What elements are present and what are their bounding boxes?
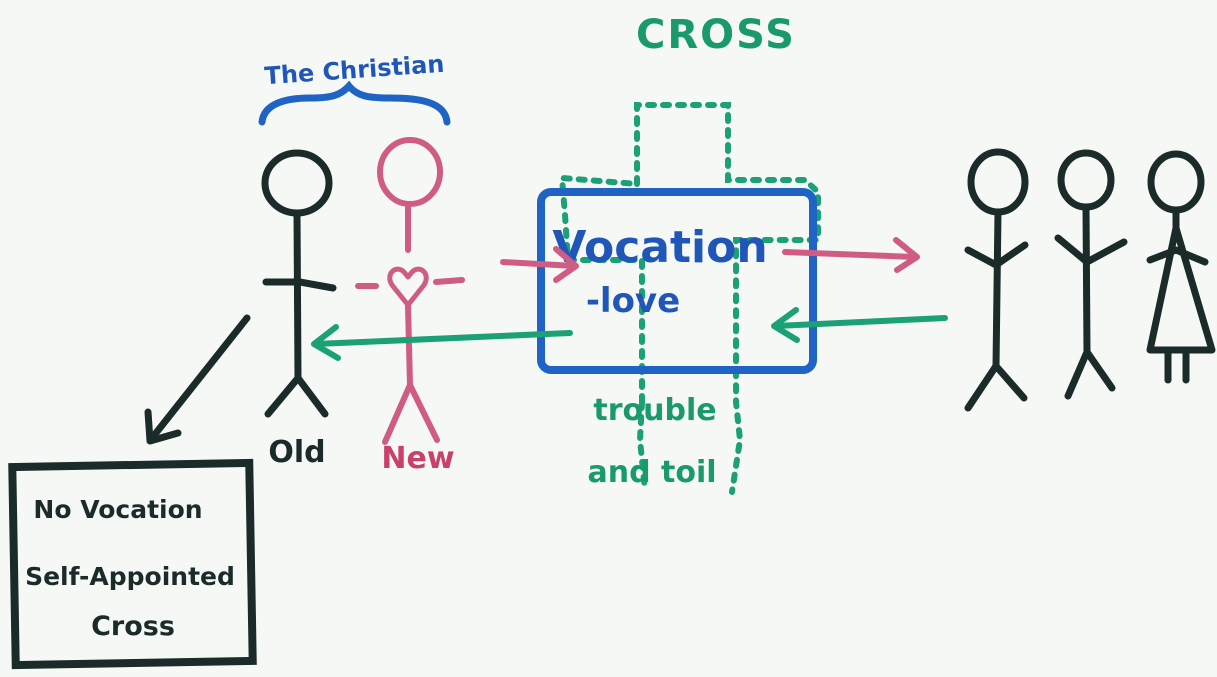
no-vocation-line1: No Vocation xyxy=(33,495,202,524)
cross-caption-line1: trouble xyxy=(593,393,716,428)
new-label: New xyxy=(381,441,454,476)
neighbor-figure-1 xyxy=(964,148,1029,412)
group-brace xyxy=(258,80,451,126)
old-label: Old xyxy=(268,435,325,470)
no-vocation-line3: Cross xyxy=(91,611,175,642)
cross-outline xyxy=(558,102,821,495)
cross-caption-line2: and toil xyxy=(587,455,716,490)
arrow-vocation-to-old xyxy=(311,324,573,361)
heart-icon xyxy=(387,266,429,308)
no-vocation-line2: Self-Appointed xyxy=(25,562,235,591)
no-vocation-box xyxy=(8,458,257,670)
arrow-vocation-to-neighbors xyxy=(782,237,920,273)
arrow-neighbors-to-vocation xyxy=(771,307,948,343)
new-self-figure xyxy=(355,137,465,445)
arrow-old-to-no-vocation xyxy=(144,314,251,445)
vocation-box xyxy=(537,188,817,374)
neighbor-figure-3 xyxy=(1146,150,1216,384)
diagram-title: CROSS xyxy=(636,12,796,58)
arrow-new-to-vocation xyxy=(500,246,579,283)
vocation-subtitle: -love xyxy=(586,281,680,321)
old-self-figure xyxy=(261,149,337,418)
neighbor-figure-2 xyxy=(1054,149,1128,400)
vocation-title: Vocation xyxy=(552,222,767,273)
group-label: The Christian xyxy=(264,50,446,90)
